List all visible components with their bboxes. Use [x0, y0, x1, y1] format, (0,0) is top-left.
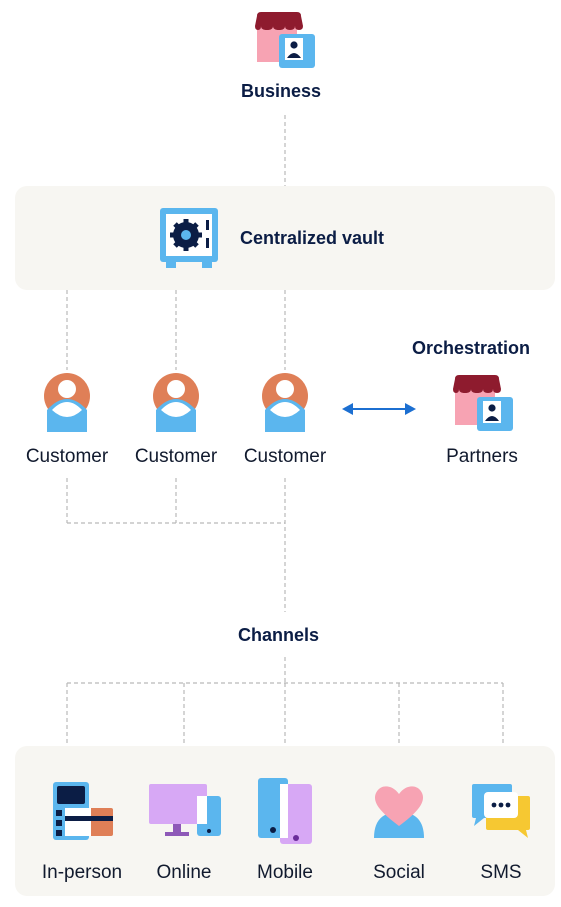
orchestration-label: Orchestration	[412, 338, 531, 358]
bidirectional-arrow	[342, 403, 416, 415]
channel-label-online: Online	[156, 862, 212, 883]
business-label: Business	[241, 81, 322, 101]
desktop-icon	[149, 784, 221, 836]
vault-label: Centralized vault	[240, 228, 385, 248]
social-heart-icon	[374, 786, 424, 838]
storefront-icon	[255, 12, 315, 68]
channel-label-in-person: In-person	[41, 862, 123, 883]
customer-label: Customer	[134, 446, 218, 467]
mobile-phone-icon	[258, 778, 312, 844]
customer-label: Customer	[25, 446, 109, 467]
customer-icon	[262, 373, 308, 432]
vault-panel	[15, 186, 555, 290]
channel-label-social: Social	[373, 862, 425, 883]
vault-icon	[160, 208, 218, 268]
customer-label: Customer	[243, 446, 327, 467]
channels-title: Channels	[238, 625, 320, 645]
card-terminal-icon	[53, 782, 113, 840]
channel-label-sms: SMS	[480, 862, 522, 883]
partners-label: Partners	[446, 446, 518, 467]
channel-label-mobile: Mobile	[257, 862, 313, 883]
customer-icon	[153, 373, 199, 432]
customer-icon	[44, 373, 90, 432]
storefront-icon	[453, 375, 513, 431]
chat-bubble-icon	[472, 784, 530, 838]
